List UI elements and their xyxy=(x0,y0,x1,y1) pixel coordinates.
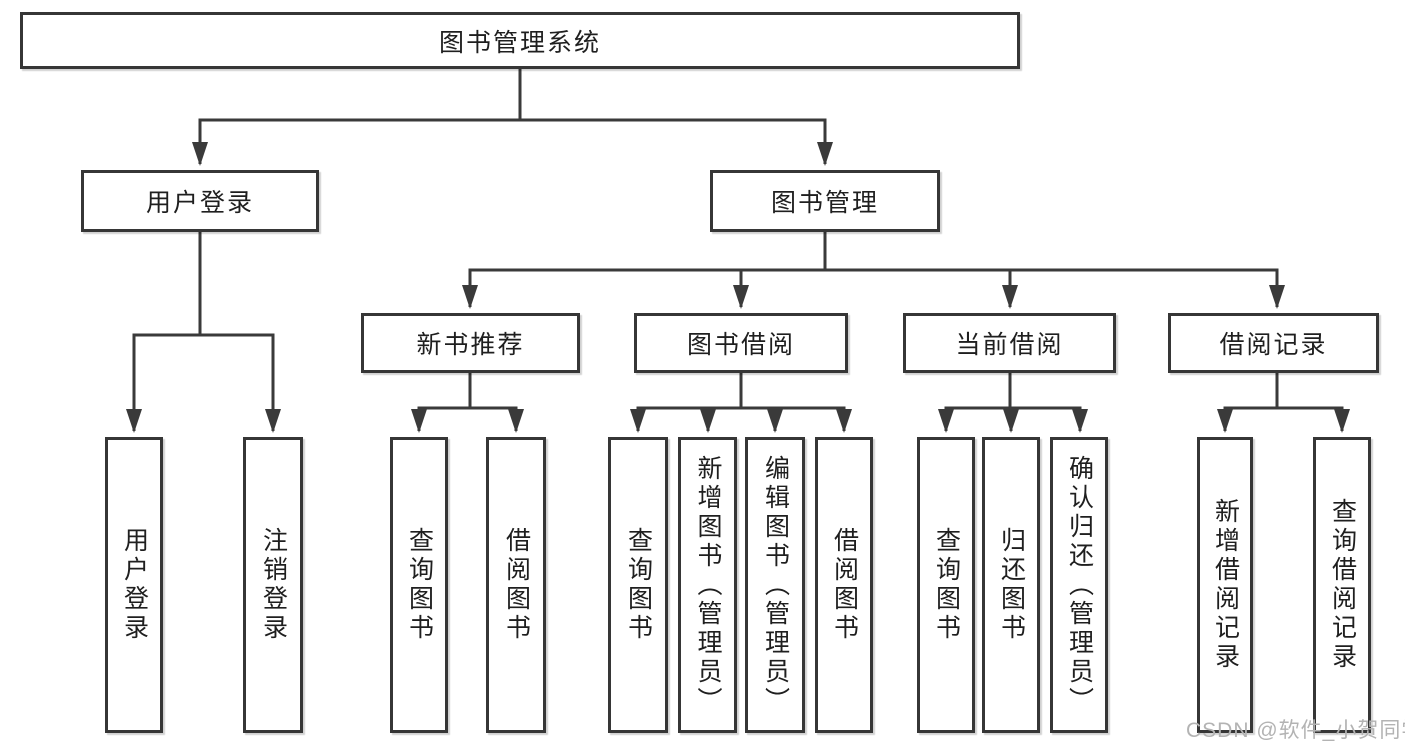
node-book-borrowing: 图书借阅 xyxy=(634,313,848,373)
leaf-add-books-admin: 新增图书（管理员） xyxy=(678,437,737,733)
leaf-add-borrow-record: 新增借阅记录 xyxy=(1197,437,1253,733)
leaf-query-books-recommend: 查询图书 xyxy=(390,437,448,733)
leaf-return-books: 归还图书 xyxy=(982,437,1040,733)
leaf-query-borrow-record: 查询借阅记录 xyxy=(1313,437,1371,733)
leaf-edit-books-admin: 编辑图书（管理员） xyxy=(745,437,805,733)
node-book-management: 图书管理 xyxy=(710,170,940,232)
leaf-user-login: 用户登录 xyxy=(105,437,163,733)
leaf-borrow-books: 借阅图书 xyxy=(815,437,873,733)
csdn-watermark: CSDN @软件_小贺同学 xyxy=(1186,719,1405,742)
node-current-borrowing: 当前借阅 xyxy=(903,313,1116,373)
node-borrowing-records: 借阅记录 xyxy=(1168,313,1379,373)
leaf-borrow-books-recommend: 借阅图书 xyxy=(486,437,546,733)
leaf-logout: 注销登录 xyxy=(243,437,303,733)
node-user-login: 用户登录 xyxy=(81,170,319,232)
leaf-query-books-borrowing: 查询图书 xyxy=(608,437,668,733)
leaf-confirm-return-admin: 确认归还（管理员） xyxy=(1050,437,1108,733)
node-library-management-system: 图书管理系统 xyxy=(20,12,1020,69)
node-new-book-recommend: 新书推荐 xyxy=(361,313,580,373)
leaf-query-books-current: 查询图书 xyxy=(917,437,975,733)
